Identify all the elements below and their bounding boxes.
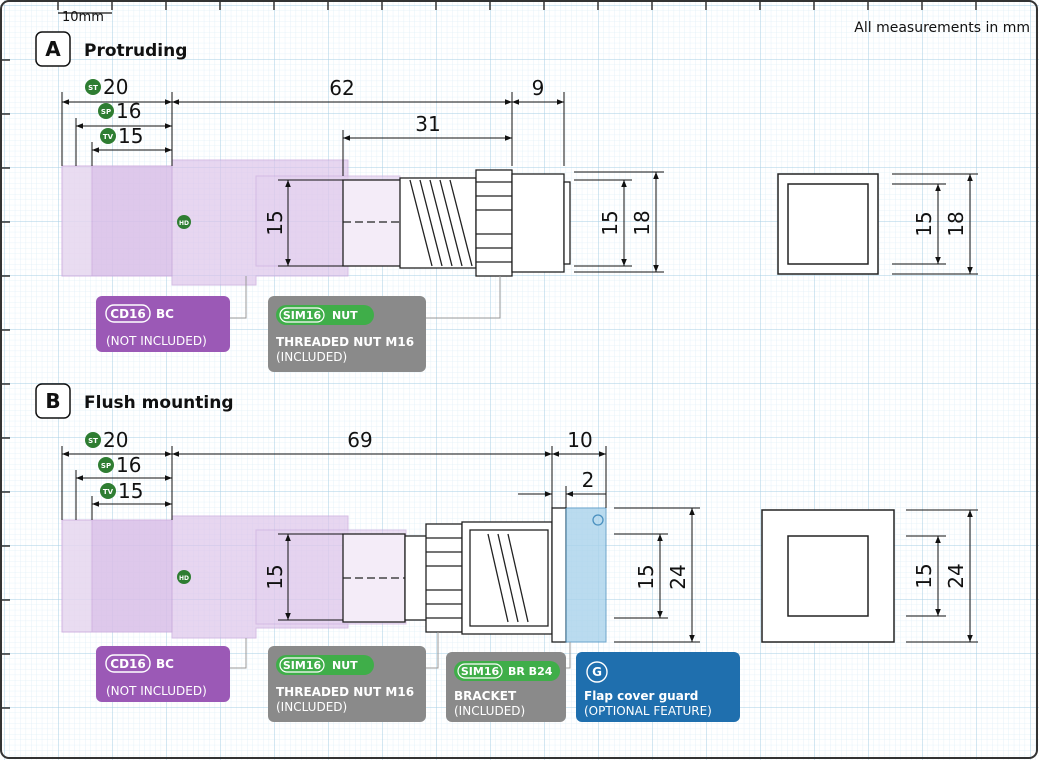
tv-badge-b: [100, 483, 116, 499]
section-b-letter-box: [35, 383, 71, 419]
dim-a-sp: 16: [116, 99, 141, 123]
section-a-title: Protruding: [84, 41, 187, 61]
hd-badge-b-text: HD: [179, 575, 189, 582]
dim-a-st: 20: [103, 75, 128, 99]
callout-cd16-b: CD16 BC (NOT INCLUDED): [96, 646, 230, 702]
switch-body-a: [342, 169, 571, 277]
nut-line2-a: (INCLUDED): [276, 350, 347, 364]
section-a-letter-box: [35, 31, 71, 67]
nut-code-a: SIM16: [283, 309, 322, 322]
tv-badge-a-text: TV: [103, 133, 114, 141]
cd16-suffix-a: BC: [156, 307, 174, 321]
callout-nut-a: SIM16 NUT THREADED NUT M16 (INCLUDED): [268, 296, 426, 372]
dim-b-outer-height: 24: [666, 564, 690, 589]
dims-a-top: [61, 92, 565, 176]
callout-guard-b: G Flap cover guard (OPTIONAL FEATURE): [576, 652, 740, 722]
cd16-note-a: (NOT INCLUDED): [106, 334, 207, 348]
st-badge-a: [85, 79, 101, 95]
section-b: B Flush mounting HD: [35, 383, 978, 722]
section-a-letter: A: [45, 37, 61, 61]
bracket-line1-b: BRACKET: [454, 689, 517, 703]
dim-a-inner-height: 15: [598, 210, 622, 235]
section-b-letter: B: [45, 389, 60, 413]
left-ruler: [1, 59, 10, 709]
dim-b-front-outer: 24: [944, 563, 968, 588]
dims-b-height: [278, 507, 700, 643]
bracket-code-b: SIM16: [461, 665, 500, 678]
dim-a-tv: 15: [118, 124, 143, 148]
flap-guard-b: [565, 507, 607, 643]
scale-bar: 10mm: [58, 10, 112, 25]
hd-badge-b: [177, 570, 191, 584]
dim-a-front-inner: 15: [912, 211, 936, 236]
connector-ghost-a: [61, 159, 401, 286]
sp-badge-b-text: SP: [101, 462, 111, 470]
section-a: A Protruding HD: [35, 31, 978, 372]
guard-line1-b: Flap cover guard: [584, 689, 698, 703]
dims-a-height: [278, 171, 664, 273]
sp-badge-a-text: SP: [101, 108, 111, 116]
cd16-code-b: CD16: [110, 657, 145, 671]
nut-code-b: SIM16: [283, 659, 322, 672]
tv-badge-b-text: TV: [103, 488, 114, 496]
dim-b-tv: 15: [118, 479, 143, 503]
dims-b-front: [906, 509, 978, 643]
dim-a-front: 9: [532, 76, 545, 100]
tv-badge-a: [100, 128, 116, 144]
dim-a-front-outer: 18: [944, 211, 968, 236]
nut-suffix-a: NUT: [332, 309, 358, 322]
dim-a-body-height: 15: [263, 210, 287, 235]
bracket-suffix-b: BR B24: [508, 665, 553, 678]
nut-line2-b: (INCLUDED): [276, 700, 347, 714]
dim-b-inner-height: 15: [634, 564, 658, 589]
dim-b-front: 10: [567, 428, 592, 452]
guard-letter-b: G: [592, 665, 602, 679]
st-badge-b: [85, 432, 101, 448]
top-ruler: [57, 1, 977, 10]
front-view-a: [777, 173, 879, 275]
dim-b-sp: 16: [116, 453, 141, 477]
bracket-line2-b: (INCLUDED): [454, 704, 525, 718]
nut-line1-b: THREADED NUT M16: [276, 685, 414, 699]
dim-b-main: 69: [347, 428, 372, 452]
dim-b-st: 20: [103, 428, 128, 452]
hd-badge-a: [177, 215, 191, 229]
nut-line1-a: THREADED NUT M16: [276, 335, 414, 349]
sp-badge-b: [98, 457, 114, 473]
dim-b-front-inner: 15: [912, 563, 936, 588]
scale-label: 10mm: [62, 10, 104, 25]
section-b-title: Flush mounting: [84, 393, 234, 413]
st-badge-a-text: ST: [88, 84, 98, 92]
dims-b-top: [61, 446, 607, 520]
connector-ghost-b: [61, 515, 407, 639]
cd16-note-b: (NOT INCLUDED): [106, 684, 207, 698]
nut-suffix-b: NUT: [332, 659, 358, 672]
units-note: All measurements in mm: [854, 20, 1030, 36]
dim-b-body-height: 15: [263, 564, 287, 589]
dim-b-guard: 2: [582, 468, 595, 492]
st-badge-b-text: ST: [88, 437, 98, 445]
callout-nut-b: SIM16 NUT THREADED NUT M16 (INCLUDED): [268, 646, 426, 722]
dim-a-outer-height: 18: [630, 210, 654, 235]
front-view-b: [761, 509, 895, 643]
dim-a-thread: 31: [415, 112, 440, 136]
switch-body-b: [342, 507, 567, 643]
callout-cd16-a: CD16 BC (NOT INCLUDED): [96, 296, 230, 352]
callout-bracket-b: SIM16 BR B24 BRACKET (INCLUDED): [446, 652, 566, 722]
dim-a-main: 62: [329, 76, 354, 100]
cd16-code-a: CD16: [110, 307, 145, 321]
dims-a-front: [892, 173, 978, 275]
guard-line2-b: (OPTIONAL FEATURE): [584, 704, 712, 718]
cd16-suffix-b: BC: [156, 657, 174, 671]
sp-badge-a: [98, 103, 114, 119]
hd-badge-a-text: HD: [179, 220, 189, 227]
